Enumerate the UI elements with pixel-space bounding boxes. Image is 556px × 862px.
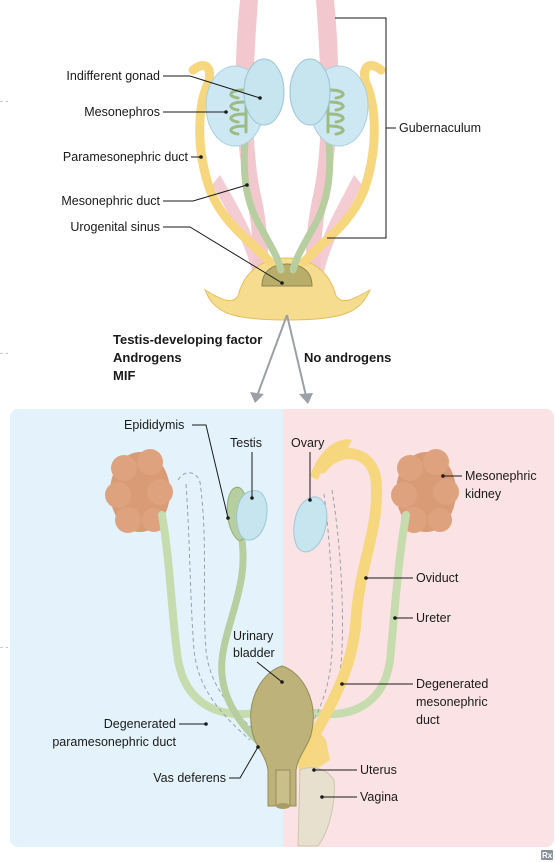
label-ureter: Ureter — [416, 611, 451, 625]
label-vagina: Vagina — [360, 790, 398, 804]
label-degenerated-mesonephric-1: Degenerated — [416, 677, 488, 691]
label-no-androgens: No androgens — [304, 350, 391, 365]
label-mesonephric-kidney-1: Mesonephric — [465, 469, 537, 483]
rx-logo-text: Rx — [542, 851, 553, 860]
label-mesonephric-duct: Mesonephric duct — [61, 194, 160, 208]
label-mesonephric-kidney-2: kidney — [465, 487, 502, 501]
indifferent-stage — [193, 0, 381, 320]
label-urogenital-sinus: Urogenital sinus — [70, 220, 160, 234]
label-urinary-bladder-2: bladder — [233, 646, 275, 660]
label-male-factor-1: Testis-developing factor — [113, 332, 262, 347]
label-ovary: Ovary — [291, 436, 325, 450]
label-male-factor-3: MIF — [113, 368, 135, 383]
edge-mark-1: - - — [0, 96, 9, 106]
divergence-arrows: Testis-developing factor Androgens MIF N… — [113, 315, 391, 404]
label-urinary-bladder-1: Urinary — [233, 629, 274, 643]
edge-mark-2: - - — [0, 348, 9, 358]
label-testis: Testis — [230, 436, 262, 450]
arrow-to-male — [257, 315, 287, 396]
indifferent-gonad-right — [290, 59, 330, 125]
edge-mark-3: - - — [0, 642, 9, 652]
label-uterus: Uterus — [360, 763, 397, 777]
urethra — [276, 770, 290, 806]
rx-logo: Rx — [541, 850, 553, 860]
label-degenerated-mesonephric-2: mesonephric — [416, 695, 488, 709]
label-mesonephros: Mesonephros — [84, 105, 160, 119]
label-gubernaculum: Gubernaculum — [399, 121, 481, 135]
label-oviduct: Oviduct — [416, 571, 459, 585]
label-degenerated-mesonephric-3: duct — [416, 713, 440, 727]
label-degenerated-paramesonephric-2: paramesonephric duct — [52, 735, 176, 749]
label-paramesonephric-duct: Paramesonephric duct — [63, 150, 189, 164]
indifferent-gonad-left — [244, 59, 284, 125]
label-epididymis: Epididymis — [124, 418, 184, 432]
label-degenerated-paramesonephric-1: Degenerated — [104, 717, 176, 731]
label-indifferent-gonad: Indifferent gonad — [66, 69, 160, 83]
label-vas-deferens: Vas deferens — [153, 771, 226, 785]
label-male-factor-2: Androgens — [113, 350, 182, 365]
